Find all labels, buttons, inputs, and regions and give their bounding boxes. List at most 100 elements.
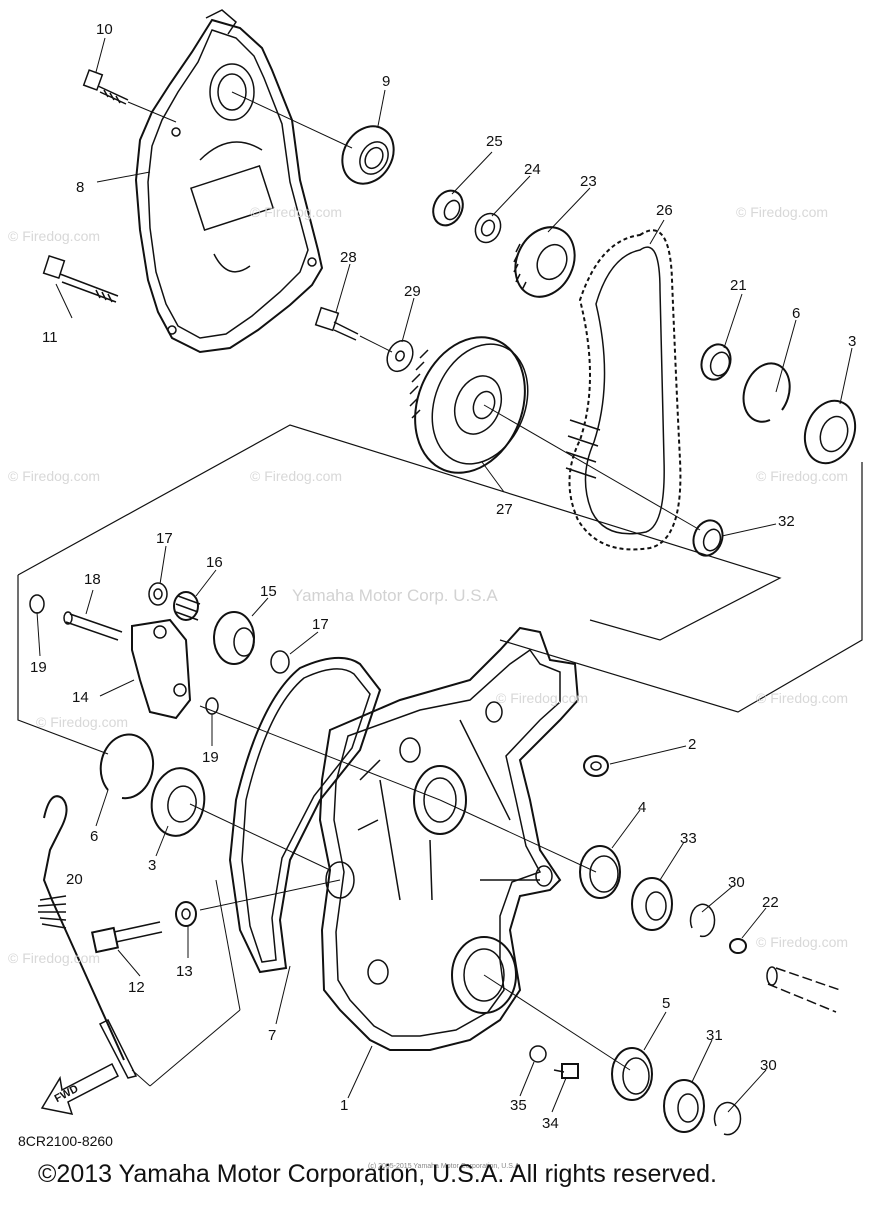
washer-35: [529, 1045, 547, 1063]
assembly-outline: [17, 424, 863, 755]
chain-26: [565, 229, 682, 551]
callout-22: 22: [762, 894, 779, 911]
bolt-34: [553, 1063, 579, 1079]
watermark: © Firedog.com: [8, 468, 101, 484]
bearing-9: [341, 125, 395, 185]
callout-30: 30: [760, 1057, 777, 1074]
callout-21: 21: [730, 277, 747, 294]
circlip-6-upper: [742, 362, 791, 423]
bearing-31: [663, 1079, 705, 1133]
callout-3: 3: [848, 333, 857, 350]
washer-17-upper: [148, 582, 168, 606]
fwd-arrow: [40, 1062, 120, 1115]
callout-12: 12: [128, 979, 145, 996]
sprocket-27: [409, 336, 529, 474]
callout-33: 33: [680, 830, 697, 847]
callout-1: 1: [340, 1097, 349, 1114]
seal-5: [611, 1047, 653, 1101]
callout-27: 27: [496, 501, 513, 518]
tensioner-arm-14: [131, 618, 192, 720]
chaincase-housing-1: [318, 626, 580, 1051]
washer-24: [474, 212, 502, 244]
callout-6: 6: [792, 305, 801, 322]
watermark: © Firedog.com: [8, 950, 101, 966]
callout-20: 20: [66, 871, 83, 888]
circlip-30-upper: [689, 903, 716, 938]
seal-25: [432, 189, 464, 227]
callout-35: 35: [510, 1097, 527, 1114]
nut-13: [175, 901, 197, 927]
callout-9: 9: [382, 73, 391, 90]
watermark: © Firedog.com: [756, 934, 849, 950]
callout-23: 23: [580, 173, 597, 190]
callout-31: 31: [706, 1027, 723, 1044]
callout-29: 29: [404, 283, 421, 300]
callout-17: 17: [156, 530, 173, 547]
callout-14: 14: [72, 689, 89, 706]
small-copyright: (c) 2005-2015 Yamaha Motor Corporation, …: [368, 1163, 522, 1170]
watermark: © Firedog.com: [736, 204, 829, 220]
bushing-32: [692, 519, 724, 557]
callout-25: 25: [486, 133, 503, 150]
bearing-3-lower: [150, 767, 206, 837]
watermark: © Firedog.com: [496, 690, 589, 706]
callout-5: 5: [662, 995, 671, 1012]
callout-19: 19: [30, 659, 47, 676]
shaft-18: [63, 611, 123, 641]
callout-8: 8: [76, 179, 85, 196]
watermark: © Firedog.com: [8, 228, 101, 244]
watermark: © Firedog.com: [250, 468, 343, 484]
watermark: © Firedog.com: [250, 204, 343, 220]
diagram-part-code: 8CR2100-8260: [18, 1133, 113, 1149]
bolt-28: [314, 306, 359, 341]
roller-15: [213, 611, 255, 665]
circlip-19-left: [29, 594, 45, 614]
bearing-3-upper: [803, 399, 857, 465]
drive-shaft: [766, 966, 841, 1013]
sprocket-23: [513, 226, 576, 298]
plug-22: [729, 938, 747, 954]
callout-18: 18: [84, 571, 101, 588]
watermark: © Firedog.com: [756, 690, 849, 706]
seal-4: [579, 845, 621, 899]
bolt-12: [90, 921, 163, 954]
callout-11: 11: [42, 329, 58, 346]
washer-17-lower: [270, 650, 290, 674]
bearing-16: [173, 591, 201, 621]
callout-28: 28: [340, 249, 357, 266]
watermark-center: Yamaha Motor Corp. U.S.A: [292, 586, 498, 605]
bolt-10: [82, 69, 129, 105]
bushing-21: [700, 343, 732, 381]
callout-7: 7: [268, 1027, 277, 1044]
callout-19: 19: [202, 749, 219, 766]
callout-34: 34: [542, 1115, 559, 1132]
circlip-19-right: [205, 697, 219, 715]
axis-lines: [127, 91, 701, 1087]
callout-3: 3: [148, 857, 157, 874]
callout-2: 2: [688, 736, 697, 753]
copyright-notice: ©2013 Yamaha Motor Corporation, U.S.A. A…: [38, 1160, 717, 1188]
callout-15: 15: [260, 583, 277, 600]
bolt-11: [42, 255, 119, 303]
circlip-30-lower: [713, 1101, 742, 1136]
gasket-7: [228, 656, 382, 974]
washer-29: [386, 339, 414, 373]
callout-6: 6: [90, 828, 99, 845]
leader-lines: [36, 37, 853, 1113]
callout-4: 4: [638, 799, 647, 816]
watermark: © Firedog.com: [756, 468, 849, 484]
bearing-33: [631, 877, 673, 931]
watermark: © Firedog.com: [36, 714, 129, 730]
callout-26: 26: [656, 202, 673, 219]
nut-2: [583, 755, 609, 777]
callout-17: 17: [312, 616, 329, 633]
circlip-6-lower: [99, 733, 155, 800]
callout-32: 32: [778, 513, 795, 530]
callout-24: 24: [524, 161, 541, 178]
callout-16: 16: [206, 554, 223, 571]
callout-30: 30: [728, 874, 745, 891]
dipstick-20: [37, 795, 138, 1079]
callout-13: 13: [176, 963, 193, 980]
